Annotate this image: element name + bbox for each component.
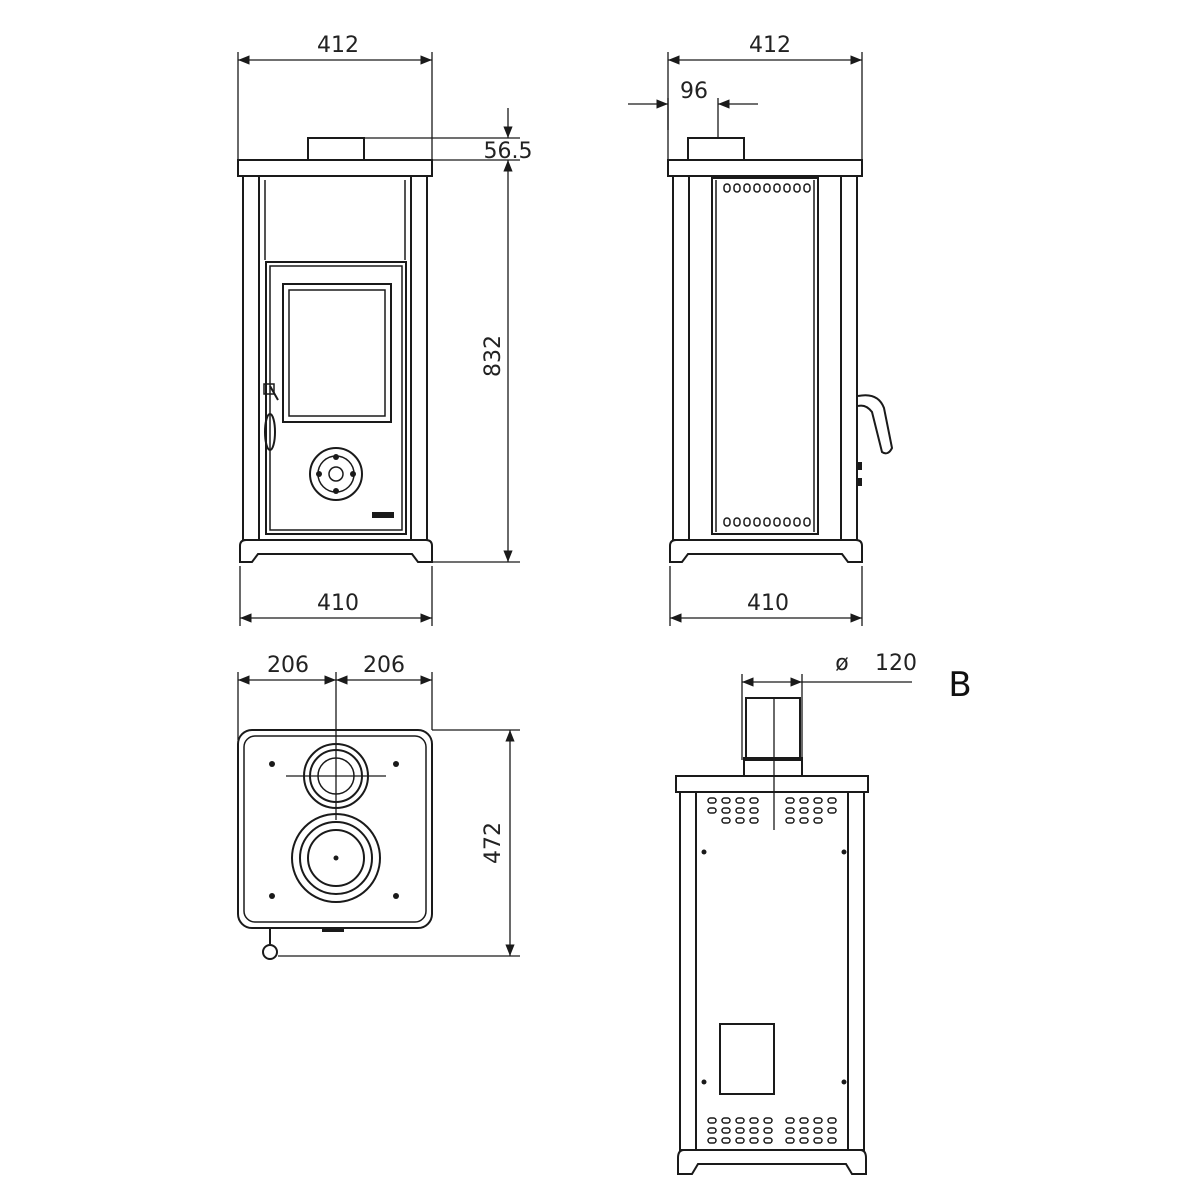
top-burner-ring <box>291 813 381 903</box>
rear-base <box>677 1149 867 1175</box>
side-top-width-dimension: 412 <box>667 33 863 160</box>
front-flue-height-label: 56.5 <box>484 139 533 164</box>
front-bottom-width-dimension: 410 <box>239 566 433 626</box>
side-bottom-width-dimension: 410 <box>669 566 863 626</box>
front-base <box>239 539 433 563</box>
side-bottom-width-label: 410 <box>747 591 789 616</box>
side-top-vents <box>723 183 811 193</box>
rear-diameter-symbol: ø <box>835 651 848 676</box>
rear-flue-pipe <box>745 697 801 761</box>
front-door-handle <box>263 383 279 451</box>
front-flue-pipe <box>307 137 365 161</box>
rear-left-column <box>679 791 697 1151</box>
side-top-plate <box>667 159 863 177</box>
front-top-plate <box>237 159 433 177</box>
top-outline <box>237 729 433 929</box>
top-handle-knob <box>262 928 278 960</box>
front-height-label: 832 <box>481 335 506 377</box>
rear-view-label: B <box>948 665 971 705</box>
rear-panel <box>695 791 849 1151</box>
front-top-width-dimension: 412 <box>237 33 433 160</box>
front-body <box>258 175 412 541</box>
front-glass-window <box>282 283 392 423</box>
side-top-width-label: 412 <box>749 33 791 58</box>
rear-view: ø 120 B <box>675 651 972 1175</box>
rear-right-column <box>847 791 865 1151</box>
side-panel <box>711 177 819 535</box>
side-view: 412 96 <box>628 33 894 626</box>
rear-access-hatch <box>719 1023 775 1095</box>
front-top-width-label: 412 <box>317 33 359 58</box>
side-bottom-vents <box>723 517 811 527</box>
top-view: 206 206 <box>237 653 520 960</box>
front-view: 412 <box>237 33 533 626</box>
side-rear-column <box>840 175 858 541</box>
side-flue-pipe <box>687 137 745 161</box>
front-door <box>265 261 407 535</box>
top-flue-outlet <box>286 743 386 809</box>
side-base <box>669 539 863 563</box>
top-depth-label: 472 <box>481 822 506 864</box>
front-bottom-width-label: 410 <box>317 591 359 616</box>
rear-bottom-vents <box>707 1117 837 1144</box>
front-left-column <box>242 175 260 541</box>
side-door-handle <box>857 394 894 455</box>
front-height-dimensions: 56.5 832 <box>364 108 533 563</box>
front-logo-plate <box>372 512 394 518</box>
top-right-half-label: 206 <box>363 653 405 678</box>
side-front-column <box>672 175 690 541</box>
rear-top-vents <box>707 797 837 824</box>
rear-top-plate <box>675 775 869 793</box>
front-right-column <box>410 175 428 541</box>
top-width-dimensions: 206 206 <box>237 653 433 820</box>
rear-flue-diameter-dimension: ø 120 <box>741 651 917 760</box>
side-flue-offset-label: 96 <box>680 79 708 104</box>
top-depth-dimension: 472 <box>278 729 520 957</box>
side-flue-offset-dimension: 96 <box>628 79 758 138</box>
top-left-half-label: 206 <box>267 653 309 678</box>
front-control-panel <box>309 447 363 501</box>
rear-flue-diameter-label: 120 <box>875 651 917 676</box>
